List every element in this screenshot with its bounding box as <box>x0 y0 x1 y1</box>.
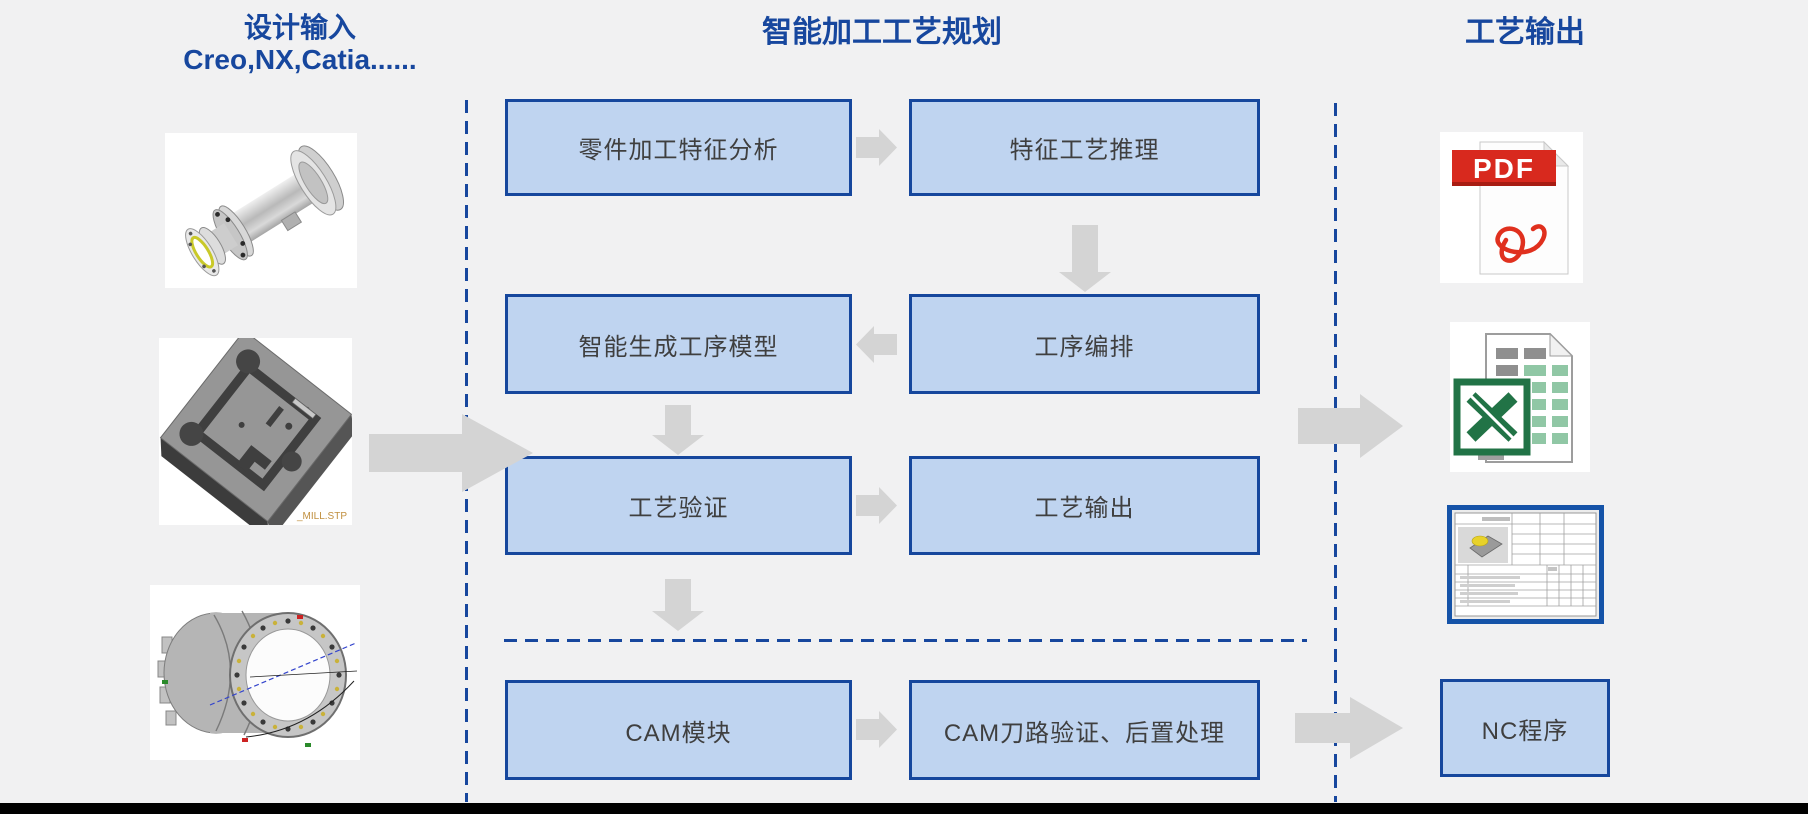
flow-box-cam-module: CAM模块 <box>505 680 852 780</box>
bottom-black-bar <box>0 803 1808 814</box>
big-arrow-planning-to-output <box>1298 394 1403 458</box>
flow-box-feature-reasoning: 特征工艺推理 <box>909 99 1260 196</box>
shaft-part-drawing <box>185 145 344 277</box>
down-arrow-opmodel-to-verification <box>652 405 704 455</box>
plate-model-image: _MILL.STP <box>159 329 354 540</box>
casing-model-image <box>150 585 360 760</box>
process-card-image <box>1447 505 1604 624</box>
right-arrow-verification-to-output <box>856 487 897 524</box>
flow-box-feature-analysis: 零件加工特征分析 <box>505 99 852 196</box>
horizontal-dashed-divider <box>504 639 1307 642</box>
right-arrow-cam-to-postprocess <box>856 711 897 748</box>
planning-title: 智能加工工艺规划 <box>762 16 1002 49</box>
flow-box-op-sequencing: 工序编排 <box>909 294 1260 394</box>
excel-file-icon <box>1450 322 1590 472</box>
design-input-title: 设计输入 <box>243 12 356 43</box>
design-input-header: 设计输入 Creo,NX,Catia...... <box>100 12 500 76</box>
design-input-subtitle: Creo,NX,Catia...... <box>183 44 417 76</box>
big-arrow-postprocess-to-nc <box>1295 697 1403 759</box>
big-arrow-input-to-planning <box>369 414 533 492</box>
flow-box-cam-postprocess: CAM刀路验证、后置处理 <box>909 680 1260 780</box>
flow-box-process-output: 工艺输出 <box>909 456 1260 555</box>
flow-box-nc-program: NC程序 <box>1440 679 1610 777</box>
left-arrow-sequencing-to-opmodel <box>856 326 897 363</box>
flow-box-verification: 工艺验证 <box>505 456 852 555</box>
right-dashed-divider <box>1334 103 1337 802</box>
down-arrow-reasoning-to-sequencing <box>1059 225 1111 292</box>
pdf-badge-label: PDF <box>1473 153 1535 184</box>
right-arrow-analysis-to-reasoning <box>856 129 897 166</box>
plate-caption: _MILL.STP <box>296 511 347 522</box>
shaft-model-image <box>165 133 357 288</box>
flow-box-op-model: 智能生成工序模型 <box>505 294 852 394</box>
pdf-file-icon: PDF <box>1440 132 1583 283</box>
output-title: 工艺输出 <box>1465 16 1585 49</box>
down-arrow-verification-to-cam <box>652 579 704 631</box>
plate-part-drawing: _MILL.STP <box>159 329 354 540</box>
casing-part-drawing <box>157 610 358 747</box>
